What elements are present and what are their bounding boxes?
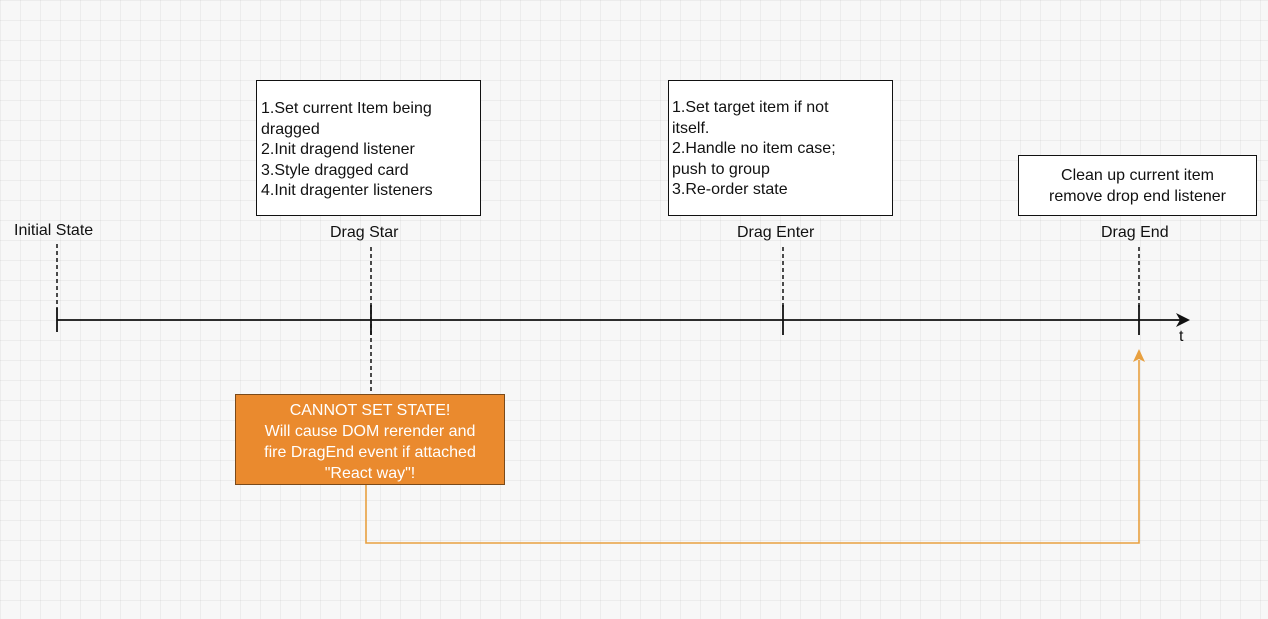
warning-connector [365,360,1140,544]
note-line: 1.Set target item if not [672,99,829,116]
note-line: 3.Style dragged card [261,161,409,179]
note-line: 2.Handle no item case; [672,140,836,157]
event-label-drag-enter: Drag Enter [737,224,815,241]
note-line: 3.Re-order state [672,181,788,198]
cannot-set-state-warning: CANNOT SET STATE! Will cause DOM rerende… [235,394,505,485]
note-line: itself. [672,119,710,137]
note-line: 2.Init dragend listener [261,141,415,158]
note-line: Clean up current item [1061,167,1214,184]
event-label-initial-state: Initial State [14,222,94,239]
note-line: dragged [261,120,320,138]
warning-line: fire DragEnd event if attached [264,444,476,461]
time-axis-label: t [1179,328,1184,345]
drag-start-note: 1.Set current Item being dragged 2.Init … [256,80,481,216]
event-label-drag-end: Drag End [1101,224,1169,241]
warning-line: "React way"! [324,465,416,482]
drag-end-note: Clean up current item remove drop end li… [1018,155,1257,216]
note-line: 1.Set current Item being [261,100,432,117]
warning-connector-arrowhead [1133,349,1145,362]
note-line: push to group [672,160,770,178]
warning-line: CANNOT SET STATE! [289,402,451,419]
time-axis-arrowhead [1176,313,1190,327]
drag-enter-note: 1.Set target item if not itself. 2.Handl… [668,80,893,216]
note-line: 4.Init dragenter listeners [261,182,433,199]
note-line: remove drop end listener [1049,187,1226,205]
event-label-drag-start: Drag Star [330,224,399,241]
warning-line: Will cause DOM rerender and [264,423,476,440]
